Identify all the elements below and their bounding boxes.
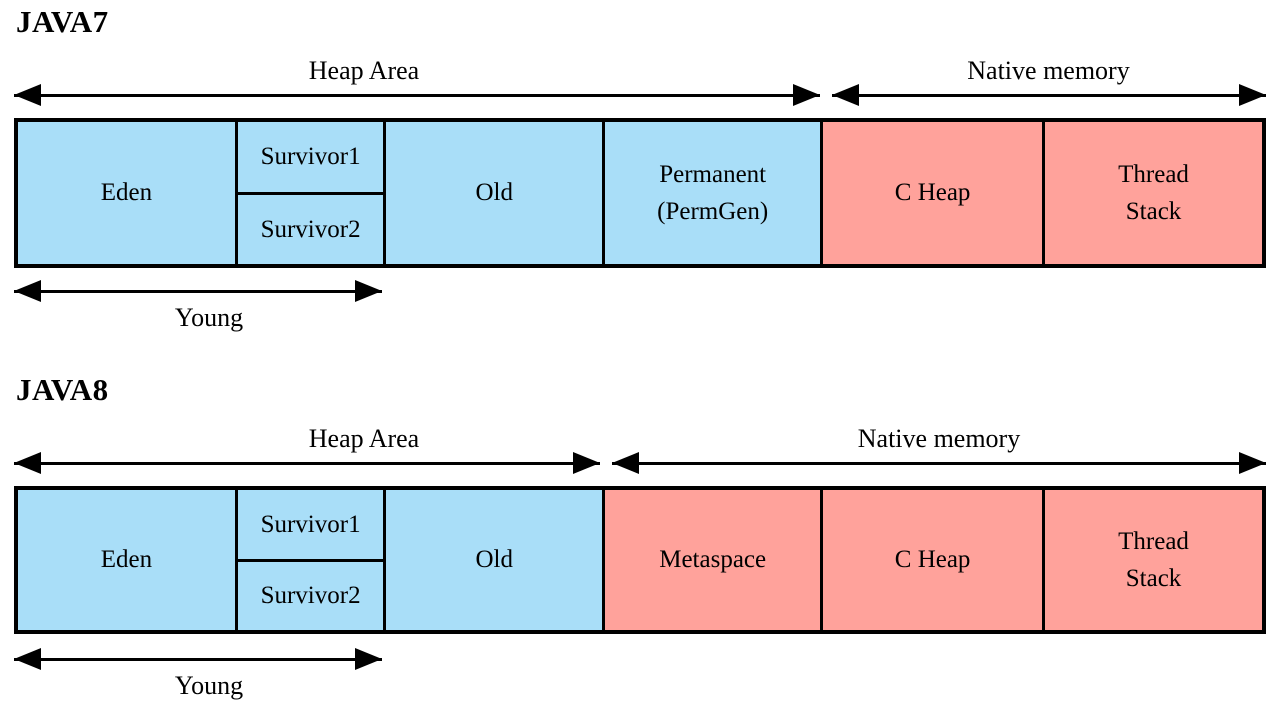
java8-box-survivor1: Survivor1: [237, 490, 384, 559]
box-label: Old: [475, 179, 513, 207]
java8-native-memory-label: Native memory: [857, 424, 1021, 453]
java7-heap-area-label: Heap Area: [308, 56, 420, 85]
java7-young-extent-arrow: [14, 280, 382, 302]
box-label-line2: Stack: [1125, 565, 1182, 592]
java8-box-metaspace: Metaspace: [605, 490, 821, 630]
java8-title: JAVA8: [16, 372, 109, 407]
box-label-line2: (PermGen): [657, 198, 769, 225]
java7-native-memory-label: Native memory: [967, 56, 1130, 85]
java8-box-survivor2: Survivor2: [237, 561, 384, 630]
java8-box-thread-stack: Thread Stack: [1045, 490, 1262, 630]
box-label: Old: [475, 546, 513, 574]
box-label-line1: Permanent: [659, 160, 767, 188]
box-label: Eden: [100, 546, 153, 574]
java7-box-old: Old: [386, 122, 603, 264]
java7-memory-row: Eden Survivor1 Survivor2 Old Permanent (…: [14, 118, 1266, 268]
java7-native-extent-arrow: [832, 84, 1266, 106]
java7-box-eden: Eden: [18, 122, 235, 264]
java7-box-survivor1: Survivor1: [237, 122, 384, 192]
java8-heap-area-label: Heap Area: [308, 424, 420, 453]
java8-heap-extent-arrow: [14, 452, 600, 474]
java7-title: JAVA7: [16, 4, 109, 39]
java8-box-c-heap: C Heap: [823, 490, 1043, 630]
java8-young-label: Young: [174, 671, 244, 700]
java7-young-label: Young: [174, 303, 244, 332]
java7-box-thread-stack: Thread Stack: [1045, 122, 1262, 264]
box-label-line2: Stack: [1125, 198, 1182, 225]
java8-young-extent-arrow: [14, 648, 382, 670]
java8-box-eden: Eden: [18, 490, 235, 630]
box-label: Survivor2: [260, 215, 361, 243]
box-label-line1: Thread: [1118, 160, 1189, 188]
java8-survivor-column: Survivor1 Survivor2: [237, 490, 384, 630]
box-label: C Heap: [894, 546, 971, 574]
java8-box-old: Old: [386, 490, 603, 630]
java7-survivor-column: Survivor1 Survivor2: [237, 122, 384, 264]
box-label: Survivor2: [260, 582, 361, 609]
java7-box-permanent: Permanent (PermGen): [605, 122, 821, 264]
box-label-line1: Thread: [1118, 527, 1189, 555]
box-label: Eden: [100, 179, 153, 207]
java7-box-survivor2: Survivor2: [237, 194, 384, 264]
box-label: Metaspace: [659, 546, 767, 574]
java7-heap-extent-arrow: [14, 84, 820, 106]
java8-native-extent-arrow: [612, 452, 1266, 474]
box-label: Survivor1: [260, 143, 361, 170]
box-label: Survivor1: [260, 510, 361, 538]
java8-memory-row: Eden Survivor1 Survivor2 Old Metaspace C…: [14, 486, 1266, 634]
box-label: C Heap: [894, 179, 971, 207]
java7-box-c-heap: C Heap: [823, 122, 1043, 264]
